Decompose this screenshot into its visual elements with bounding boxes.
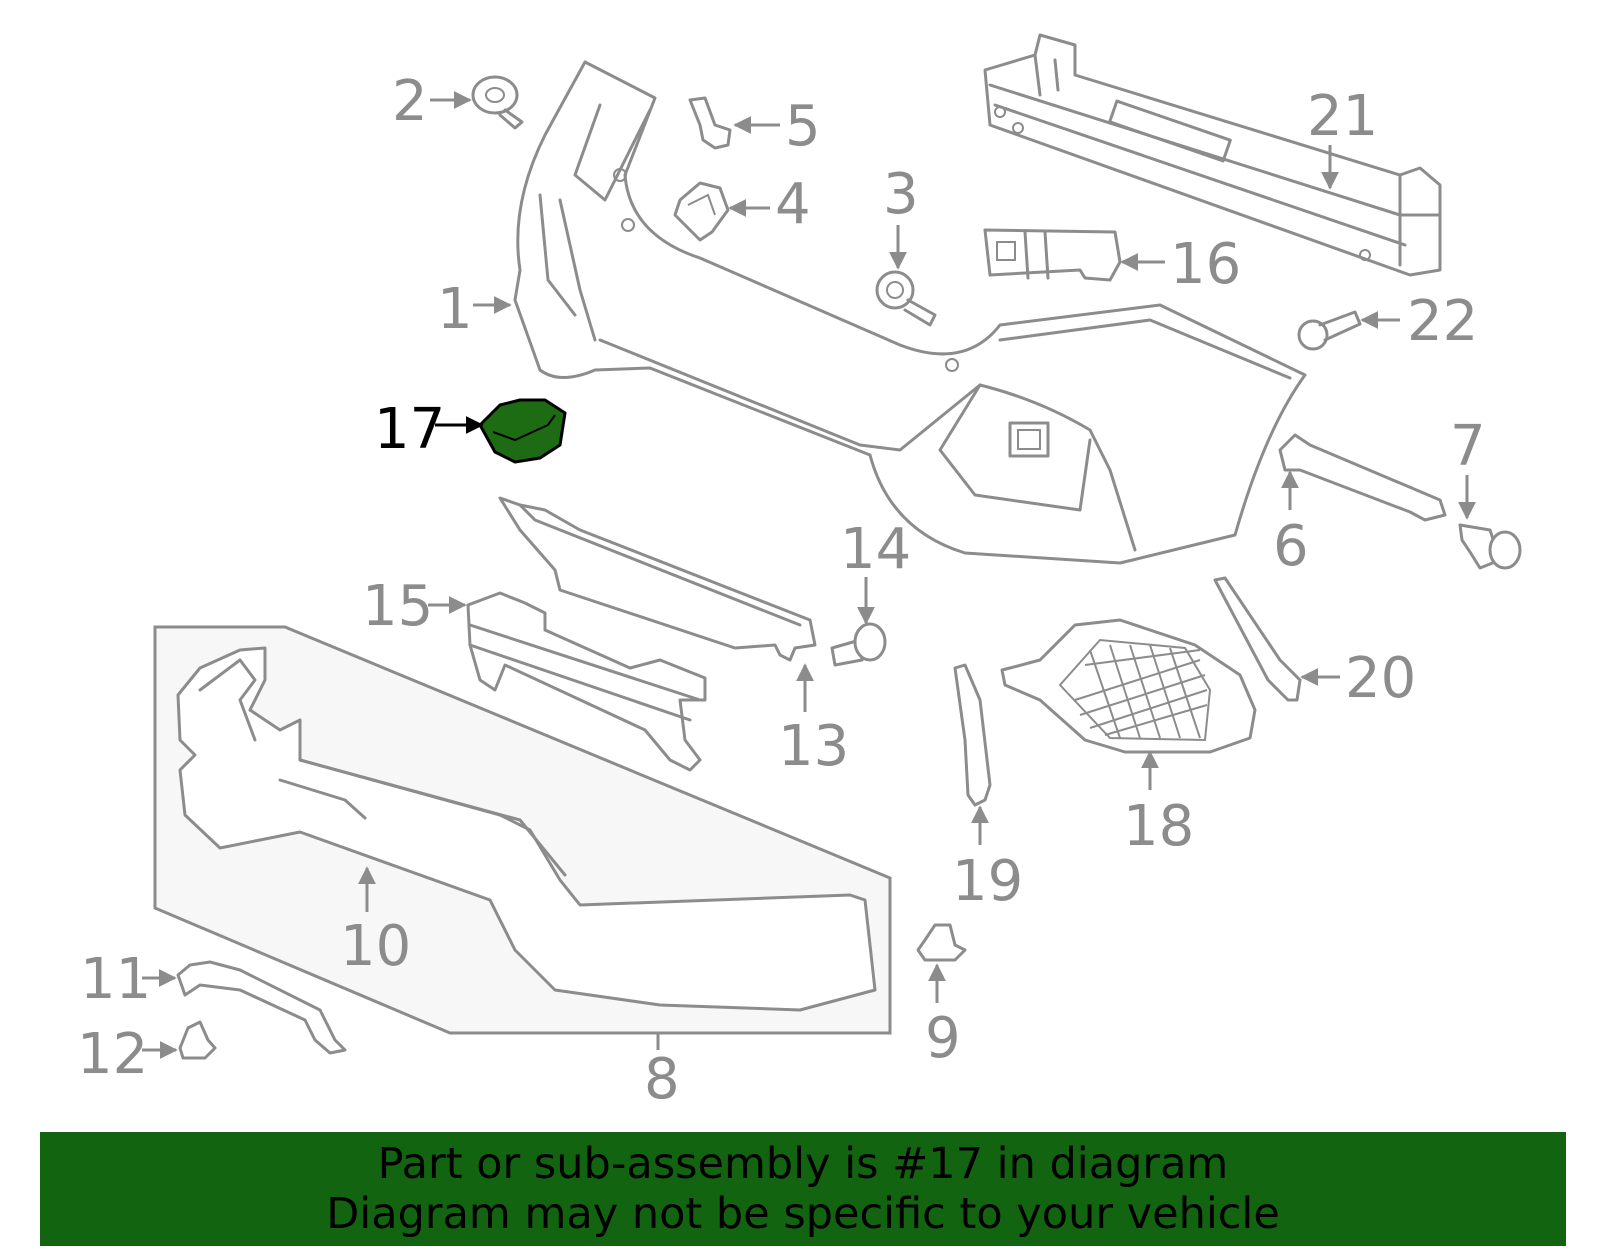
part-12-clip [178,1020,217,1060]
part-11-bracket [176,960,347,1055]
callout-6[interactable]: 6 [1273,514,1309,579]
banner-line-part: Part or sub-assembly is #17 in diagram [377,1139,1229,1189]
part-20-trim [1213,576,1302,702]
part-15-bracket [466,591,707,772]
part-16-bracket [983,228,1122,282]
banner-line-disclaimer: Diagram may not be specific to your vehi… [326,1189,1280,1239]
callout-13[interactable]: 13 [778,714,849,779]
part-13-absorber [498,496,817,662]
callout-labels: 2 5 4 3 1 21 16 22 17 7 6 14 15 13 20 18… [77,69,1486,1112]
callout-12[interactable]: 12 [77,1022,148,1087]
part-22-bolt [1297,310,1362,351]
part-5-screw [688,96,732,150]
part-6-side-bracket [1278,433,1447,522]
callout-9[interactable]: 9 [925,1006,961,1071]
part-7-clip [1458,523,1522,570]
callout-14[interactable]: 14 [840,517,911,582]
callout-18[interactable]: 18 [1123,794,1194,859]
callout-20[interactable]: 20 [1345,646,1416,711]
part-10-lower-panel [176,646,877,1012]
callout-3[interactable]: 3 [883,162,919,227]
callout-17[interactable]: 17 [374,397,445,462]
part-18-grille [1000,618,1257,754]
part-9-clip [916,923,967,962]
part-4-clip [673,181,730,242]
callout-8[interactable]: 8 [644,1047,680,1112]
part-17-highlighted[interactable] [478,398,567,464]
callout-10[interactable]: 10 [340,914,411,979]
part-14-clip [830,622,887,667]
callout-15[interactable]: 15 [362,574,433,639]
callout-4[interactable]: 4 [775,172,811,237]
callout-21[interactable]: 21 [1307,84,1378,149]
part-3-bolt [875,270,937,327]
callout-1[interactable]: 1 [437,277,473,342]
part-19-trim [953,663,992,807]
callout-arrows [142,91,1476,1059]
part-21-reinforcement-beam [983,33,1442,277]
callout-22[interactable]: 22 [1407,289,1478,354]
callout-16[interactable]: 16 [1170,232,1241,297]
info-banner: Part or sub-assembly is #17 in diagram D… [40,1132,1566,1246]
callout-11[interactable]: 11 [80,947,151,1012]
callout-19[interactable]: 19 [952,849,1023,914]
callout-2[interactable]: 2 [392,69,428,134]
part-1-bumper-cover [513,60,1307,565]
callout-7[interactable]: 7 [1450,414,1486,479]
part-2-grommet [471,75,524,130]
callout-5[interactable]: 5 [785,94,821,159]
